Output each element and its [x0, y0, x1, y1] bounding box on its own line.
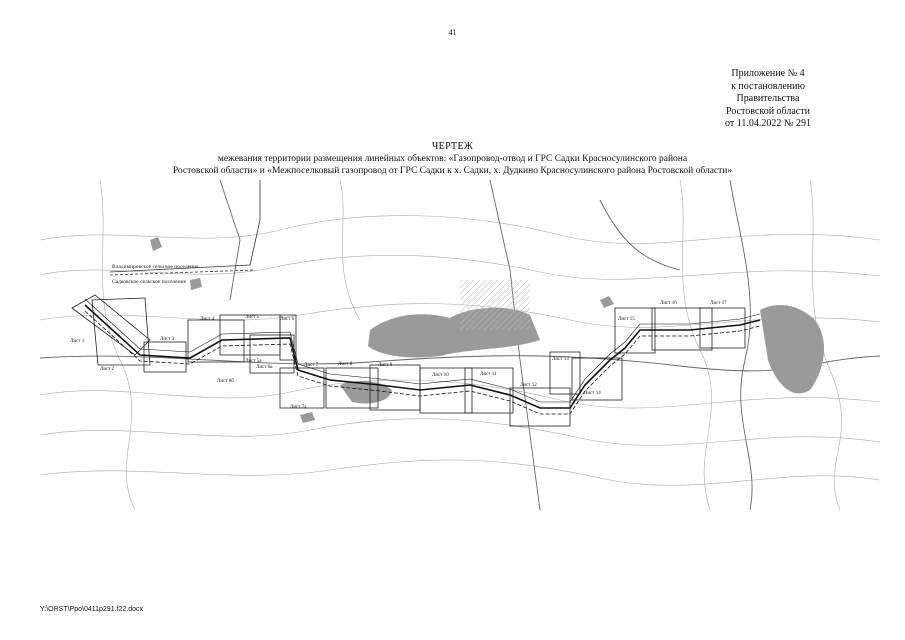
sheet-label: Лист 12 — [520, 383, 537, 388]
sheet-label: Лист 5а — [245, 359, 262, 364]
hatched-area — [460, 280, 530, 330]
sheet-label: Лист 8 — [338, 362, 353, 367]
sheet-label: Лист 7 — [304, 363, 319, 368]
sheet-label: Лист 7а — [290, 405, 307, 410]
sheet-label: Лист 14 — [584, 391, 601, 396]
sheet-label: Лист 13 — [552, 357, 569, 362]
sheet-label: Лист 10 — [432, 373, 449, 378]
sheet-label: Лист 11 — [480, 372, 497, 377]
document-title: ЧЕРТЕЖ — [431, 141, 474, 152]
appendix-line: Правительства — [736, 93, 800, 104]
appendix-line: от 11.04.2022 № 291 — [725, 118, 811, 129]
sheet-label: Лист 16 — [660, 301, 677, 306]
document-subtitle-line: Ростовской области» и «Межпоселковый газ… — [172, 166, 733, 176]
file-path-footer: Y:\ORST\Ppo\0411p291.f22.docx — [40, 606, 143, 613]
appendix-block: Приложение № 4 к постановлению Правитель… — [713, 68, 823, 131]
sheet-label: Лист 6а — [256, 365, 273, 370]
sheet-label: Лист 3 — [160, 337, 175, 342]
appendix-line: Приложение № 4 — [731, 68, 805, 79]
sheet-frames — [71, 294, 746, 427]
sheet-label: Лист 4 — [200, 317, 215, 322]
sheet-label: Лист 1 — [70, 339, 85, 344]
appendix-line: Ростовской области — [726, 105, 810, 117]
terrain-lines — [40, 180, 880, 510]
pipeline-route — [84, 298, 761, 415]
page-number: 41 — [448, 28, 457, 37]
sheet-label: Лист 5 — [245, 315, 260, 320]
sheet-label: Лист 6б — [217, 379, 234, 384]
survey-map: Владимировское сельское поселение Садков… — [40, 180, 880, 510]
document-subtitle-line: межевания территории размещения линейных… — [217, 154, 688, 164]
boundary-label-lower: Садковское сельское поселение — [112, 279, 187, 285]
sheet-label: Лист 6 — [280, 317, 295, 322]
sheet-label: Лист 15 — [618, 317, 635, 322]
appendix-line: к постановлению — [731, 80, 805, 92]
municipal-boundary — [109, 180, 261, 276]
sheet-label: Лист 9 — [378, 363, 393, 368]
sheet-label: Лист 17 — [710, 301, 727, 306]
boundary-label-upper: Владимировское сельское поселение — [112, 264, 199, 270]
title-block: ЧЕРТЕЖ межевания территории размещения л… — [0, 141, 905, 177]
sheet-label: Лист 2 — [100, 367, 115, 372]
